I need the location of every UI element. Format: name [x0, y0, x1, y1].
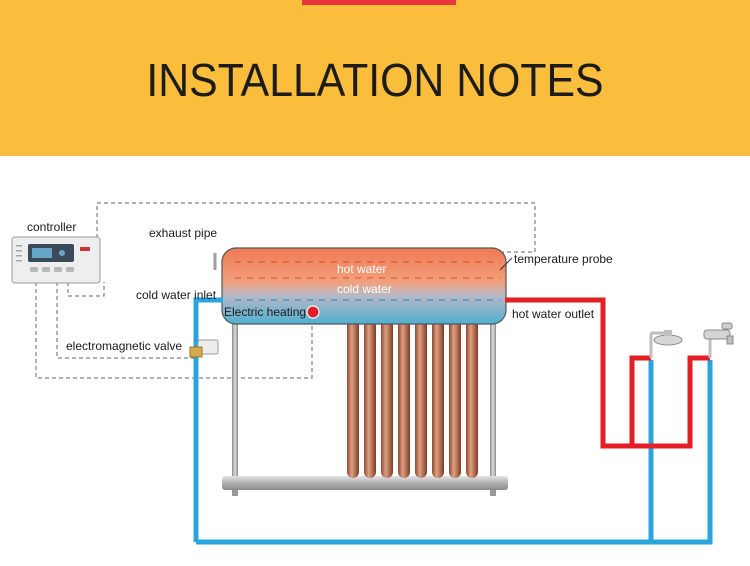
faucet-icon: [703, 322, 734, 345]
exhaust-pipe-label: exhaust pipe: [149, 226, 218, 240]
cold-water-inlet-label: cold water inlet: [136, 288, 217, 302]
heater-dot-icon: [306, 305, 320, 319]
wire-to-valve: [56, 282, 198, 359]
cold-main-pipe: [196, 360, 713, 545]
electromagnetic-valve-label: electromagnetic valve: [66, 339, 183, 353]
hot-water-label: hot water: [337, 262, 387, 276]
water-tank: [221, 247, 507, 325]
temperature-probe-arrow: [499, 257, 513, 271]
stand-base-bar: [222, 476, 508, 490]
cold-inlet-pipe: [193, 297, 223, 542]
stand-leg-left: [232, 318, 238, 476]
vacuum-tube: [466, 308, 478, 478]
shower-head-icon: [653, 330, 683, 346]
hot-water-pipes: [505, 297, 710, 449]
stand-leg-right: [490, 318, 496, 476]
electric-heating-label: Electric heating: [224, 305, 307, 319]
vacuum-tube: [432, 308, 444, 478]
stand-base-foot-left: [232, 490, 238, 496]
cold-water-label: cold water: [337, 282, 392, 296]
wire-controller-right: [67, 282, 105, 297]
vacuum-tube: [347, 308, 359, 478]
vacuum-tube: [364, 308, 376, 478]
hot-water-outlet-label: hot water outlet: [512, 307, 595, 321]
vacuum-tubes: [347, 308, 478, 478]
vacuum-tube: [381, 308, 393, 478]
banner-accent-bar: [302, 0, 456, 5]
page-title: INSTALLATION NOTES: [146, 54, 604, 106]
faucet-riser: [687, 355, 710, 361]
hot-outlet-pipe: [505, 297, 693, 449]
vacuum-tube: [415, 308, 427, 478]
header-banner: INSTALLATION NOTES: [0, 0, 750, 156]
controller-device: [11, 236, 101, 284]
wire-to-probe: [96, 202, 536, 253]
shower-riser: [629, 355, 651, 361]
valve-icon: [189, 339, 219, 358]
cold-water-pipes: [193, 297, 713, 545]
temperature-probe-label: temperature probe: [514, 252, 613, 266]
hot-branch-shower: [603, 360, 635, 449]
wire-to-heater: [35, 282, 313, 379]
vacuum-tube: [449, 308, 461, 478]
control-wiring: [35, 202, 536, 379]
controller-label: controller: [27, 220, 77, 234]
tank-flow-dashes: [235, 261, 500, 301]
vacuum-tube: [398, 308, 410, 478]
stand-base-foot-right: [490, 490, 496, 496]
